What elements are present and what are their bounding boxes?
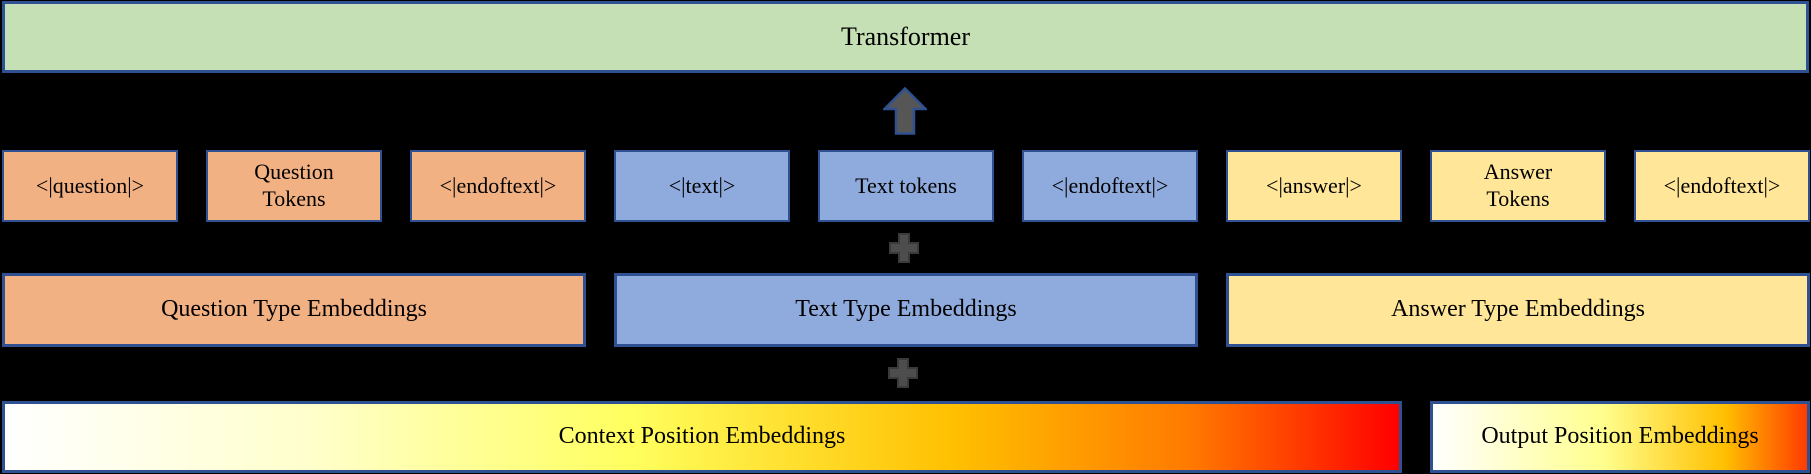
token-label: <|endoftext|> [439,172,557,198]
token-box-text-end: <|endoftext|> [1022,150,1198,222]
text-type-embeddings-bar: Text Type Embeddings [614,273,1198,347]
token-label: Question Tokens [254,159,334,211]
token-box-question-start: <|question|> [2,150,178,222]
token-label: <|endoftext|> [1051,172,1169,198]
output-position-embeddings-bar: Output Position Embeddings [1430,401,1810,473]
transformer-label: Transformer [840,22,971,52]
type-bar-label: Answer Type Embeddings [1391,296,1645,323]
token-box-question-tokens: Question Tokens [206,150,382,222]
token-box-text-tokens: Text tokens [818,150,994,222]
token-box-answer-start: <|answer|> [1226,150,1402,222]
token-box-question-end: <|endoftext|> [410,150,586,222]
token-box-answer-tokens: Answer Tokens [1430,150,1606,222]
token-label: Answer Tokens [1483,159,1553,211]
transformer-block: Transformer [2,1,1809,73]
token-box-answer-end: <|endoftext|> [1634,150,1810,222]
type-bar-label: Question Type Embeddings [161,296,427,323]
position-bar-label: Context Position Embeddings [558,423,846,450]
context-position-embeddings-bar: Context Position Embeddings [2,401,1402,473]
arrow-up-icon [883,87,927,135]
type-bar-label: Text Type Embeddings [795,296,1017,323]
token-label: <|endoftext|> [1663,172,1781,198]
token-box-text-start: <|text|> [614,150,790,222]
question-type-embeddings-bar: Question Type Embeddings [2,273,586,347]
answer-type-embeddings-bar: Answer Type Embeddings [1226,273,1810,347]
position-bar-label: Output Position Embeddings [1481,423,1759,450]
plus-icon [889,233,919,263]
token-label: <|text|> [668,172,736,198]
token-label: <|question|> [35,172,145,198]
token-label: <|answer|> [1266,172,1362,198]
plus-icon [888,358,918,388]
token-label: Text tokens [855,172,957,198]
